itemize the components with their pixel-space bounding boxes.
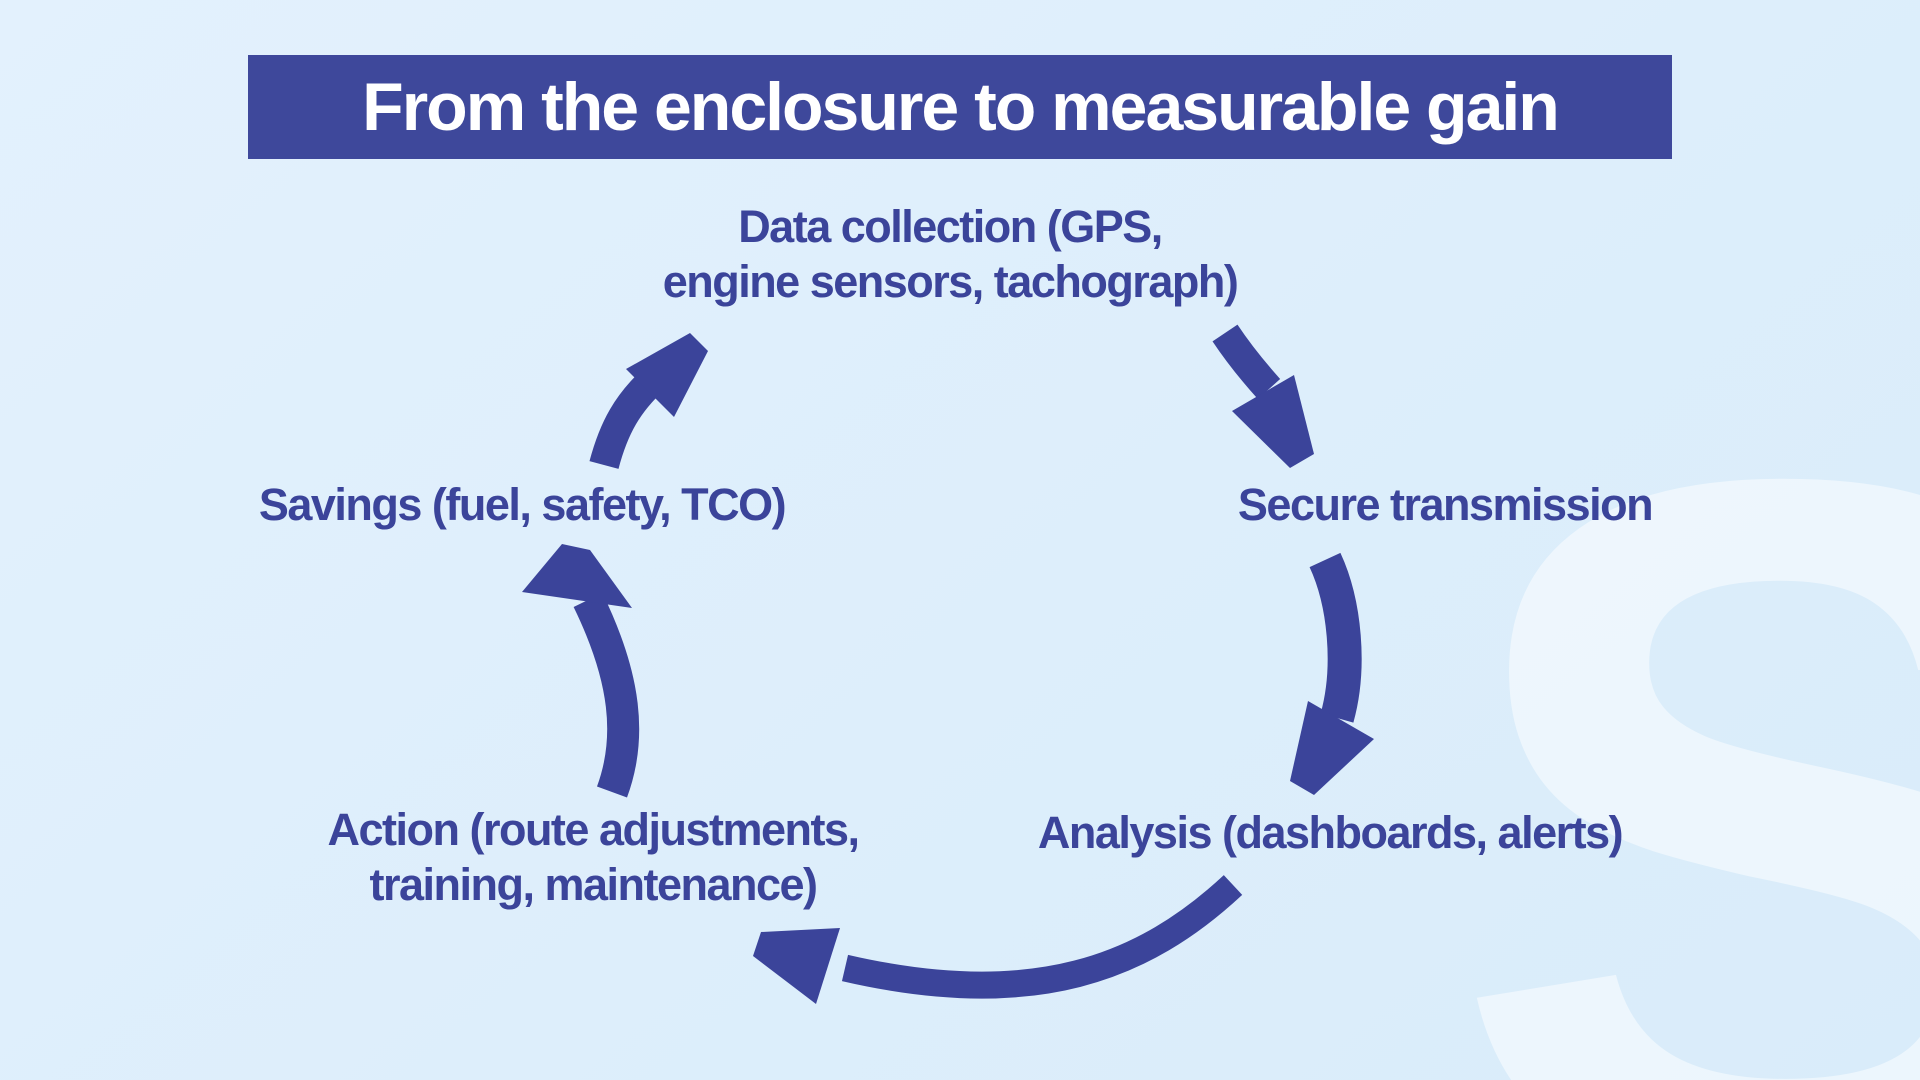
step-label-line: engine sensors, tachograph) xyxy=(662,255,1239,307)
step-label-line: Secure transmission xyxy=(1237,479,1654,530)
step-label-line: Analysis (dashboards, alerts) xyxy=(1037,807,1624,858)
title-banner: From the enclosure to measurable gain xyxy=(248,55,1672,159)
step-label-secure-transmission: Secure transmission xyxy=(1145,478,1745,533)
arrow-action-to-savings-icon xyxy=(522,544,640,798)
step-label-line: Savings (fuel, safety, TCO) xyxy=(258,479,787,530)
arrow-secure-to-analysis-icon xyxy=(1290,552,1374,795)
page-title: From the enclosure to measurable gain xyxy=(362,69,1560,145)
step-label-line: Action (route adjustments, xyxy=(327,804,860,855)
step-label-line: Data collection (GPS, xyxy=(738,201,1163,252)
brand-watermark-s: S xyxy=(1448,272,1920,1080)
step-label-line: training, maintenance) xyxy=(369,858,818,910)
step-label-action: Action (route adjustments, training, mai… xyxy=(263,803,923,913)
step-label-savings: Savings (fuel, safety, TCO) xyxy=(192,478,852,533)
arrow-savings-to-data-icon xyxy=(589,333,708,469)
step-label-analysis: Analysis (dashboards, alerts) xyxy=(1010,806,1650,861)
arrow-analysis-to-action-icon xyxy=(753,875,1243,1004)
step-label-data-collection: Data collection (GPS, engine sensors, ta… xyxy=(550,200,1350,310)
arrow-data-to-secure-icon xyxy=(1212,324,1314,468)
